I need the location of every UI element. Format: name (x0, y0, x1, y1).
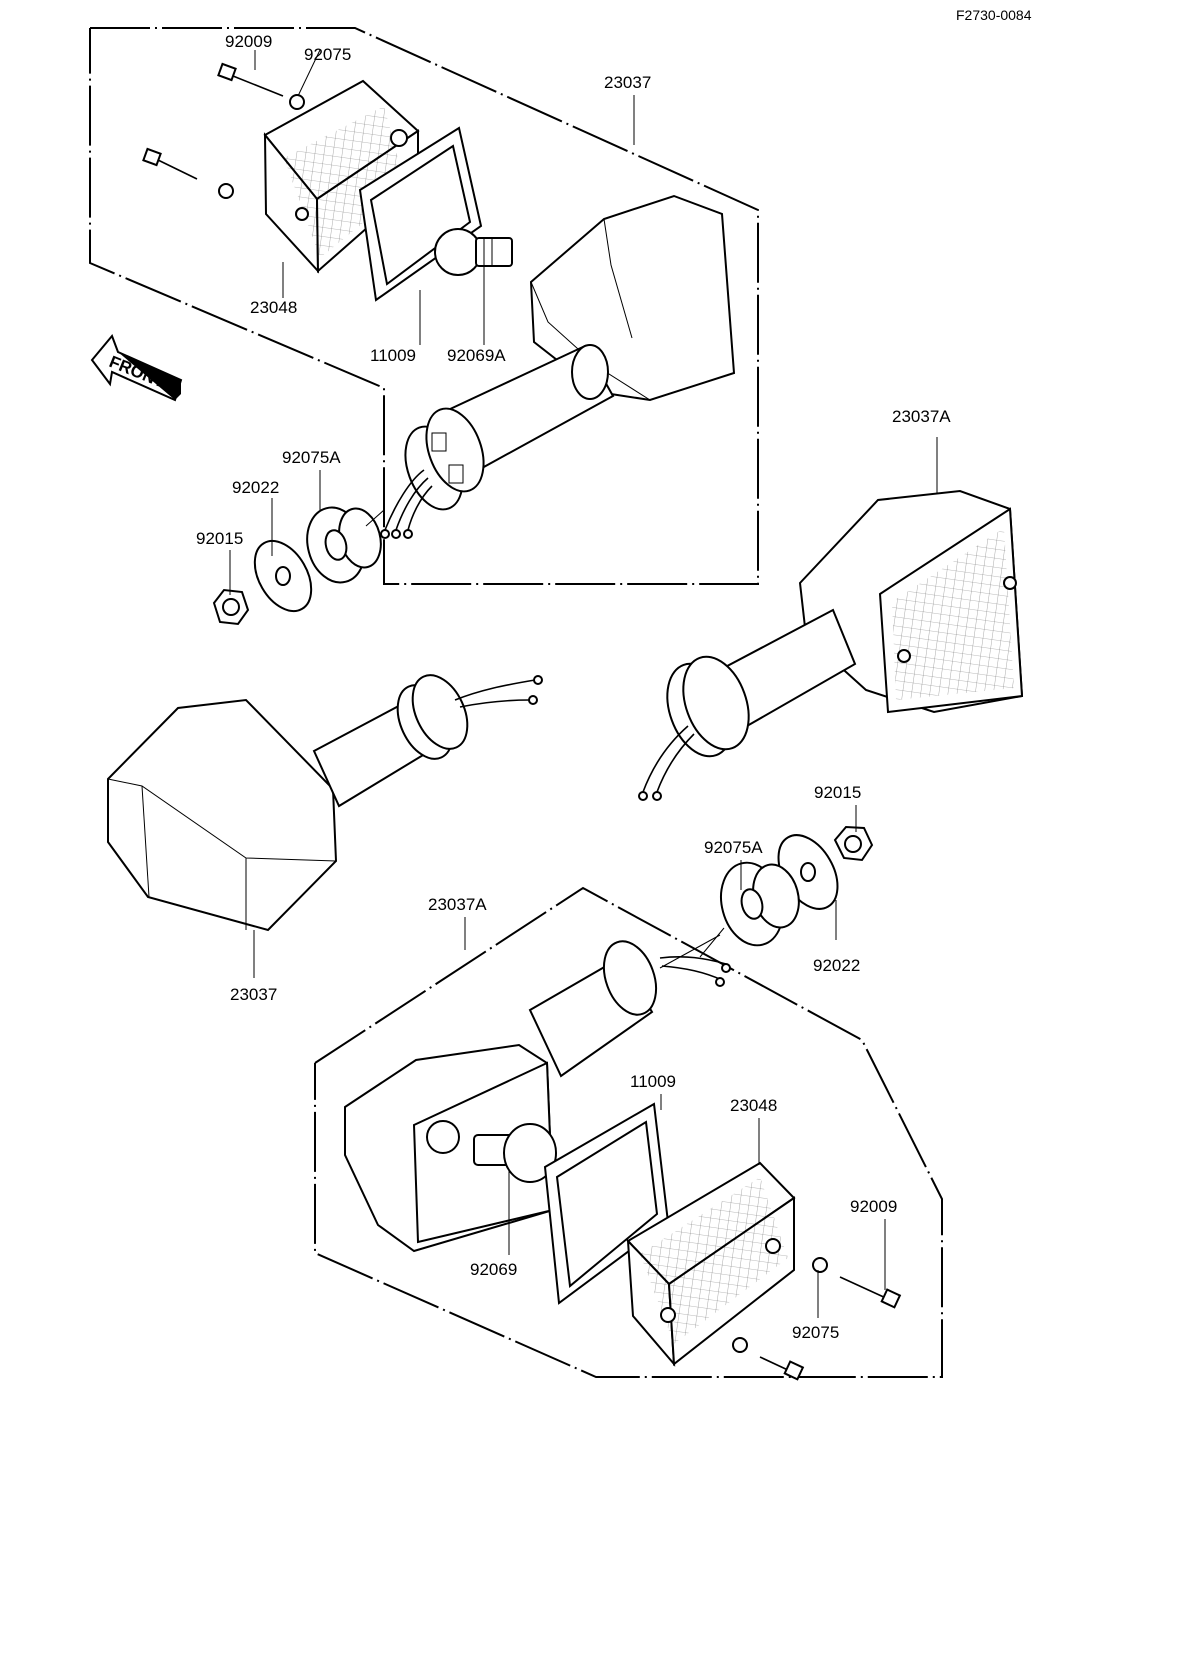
top-housing-icon (380, 194, 736, 539)
label-23048-top: 23048 (250, 298, 297, 317)
bottom-housing-icon (344, 934, 731, 1253)
label-23037-top: 23037 (604, 73, 651, 92)
bottom-screws-icon (732, 1257, 902, 1381)
label-92009-bottom: 92009 (850, 1197, 897, 1216)
middle-grommet-icon (699, 861, 800, 958)
top-gasket-icon (358, 126, 483, 302)
figure-code: F2730-0084 (956, 7, 1032, 23)
label-92022-middle: 92022 (813, 956, 860, 975)
label-23037-middle: 23037 (230, 985, 277, 1004)
middle-housing-icon (107, 674, 543, 932)
label-11009-top: 11009 (370, 346, 416, 365)
top-plate-washer-icon (253, 539, 313, 613)
front-arrow-icon: FRONT (90, 334, 183, 402)
label-92075a-top: 92075A (282, 448, 341, 467)
bottom-lens-icon (626, 1161, 796, 1367)
label-92075-top: 92075 (304, 45, 351, 64)
top-lens-icon (263, 79, 420, 274)
leader-lines (229, 49, 938, 1318)
label-23048-bottom: 23048 (730, 1096, 777, 1115)
top-grommet-icon (306, 506, 385, 584)
top-bulb-icon (434, 228, 513, 276)
label-92015-middle: 92015 (814, 783, 861, 802)
label-11009-bottom: 11009 (630, 1072, 676, 1091)
label-92069a-top: 92069A (447, 346, 506, 365)
label-92022-top: 92022 (232, 478, 279, 497)
label-92075-bottom: 92075 (792, 1323, 839, 1342)
bottom-bulb-icon (473, 1123, 557, 1183)
label-23037a-bottom: 23037A (428, 895, 487, 914)
top-assembly-boundary (89, 27, 759, 585)
label-92009-top: 92009 (225, 32, 272, 51)
middle-nut-icon (833, 825, 874, 862)
label-92069-bottom: 92069 (470, 1260, 517, 1279)
label-92075a-middle: 92075A (704, 838, 763, 857)
top-nut-icon (212, 588, 250, 626)
right-assembly-icon (638, 489, 1024, 801)
label-23037a-right: 23037A (892, 407, 951, 426)
bottom-assembly-boundary (314, 886, 943, 1378)
top-screws-icon (142, 62, 305, 199)
label-92015-top: 92015 (196, 529, 243, 548)
front-label: FRONT (107, 352, 169, 392)
